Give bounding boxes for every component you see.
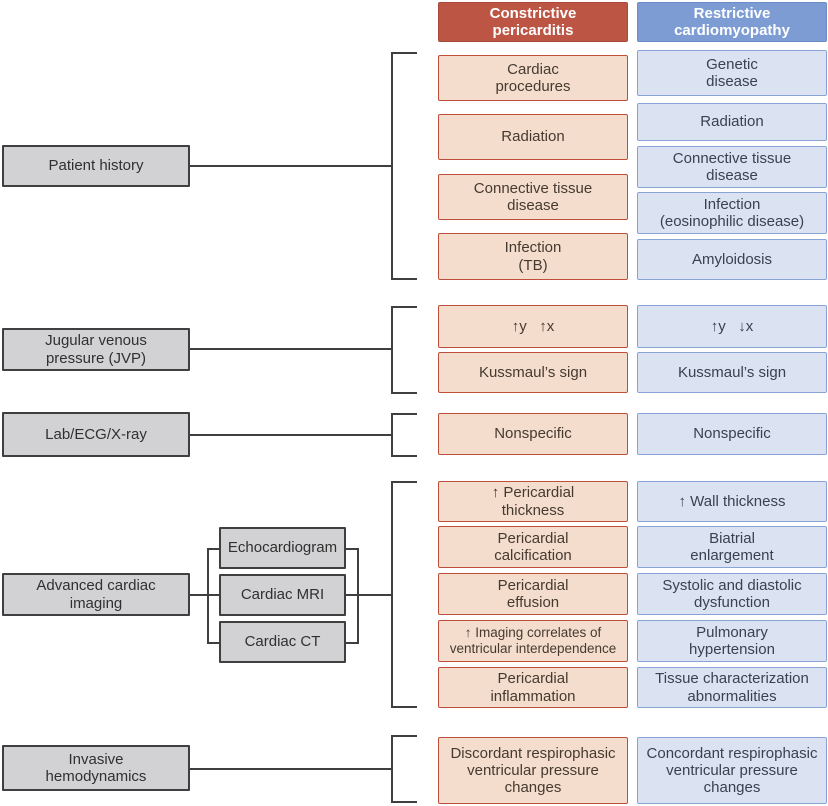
constrictive-item: Pericardial effusion bbox=[438, 573, 628, 615]
sub-bracket-vertical bbox=[357, 548, 359, 644]
connector-line bbox=[190, 348, 391, 350]
bracket-tick bbox=[391, 481, 417, 483]
section-label-jvp: Jugular venous pressure (JVP) bbox=[2, 328, 190, 371]
constrictive-item: Kussmaul’s sign bbox=[438, 352, 628, 393]
connector-line bbox=[190, 165, 391, 167]
connector-line bbox=[190, 768, 391, 770]
restrictive-item: Infection (eosinophilic disease) bbox=[637, 192, 827, 234]
column-header-restrictive: Restrictive cardiomyopathy bbox=[637, 2, 827, 42]
constrictive-item: Connective tissue disease bbox=[438, 174, 628, 220]
constrictive-item: Infection (TB) bbox=[438, 233, 628, 280]
restrictive-item: Genetic disease bbox=[637, 50, 827, 96]
modality-cardiac-ct: Cardiac CT bbox=[219, 621, 346, 663]
connector-line bbox=[346, 594, 391, 596]
constrictive-item: Radiation bbox=[438, 114, 628, 160]
bracket-tick bbox=[391, 801, 417, 803]
restrictive-item: ↑y ↓x bbox=[637, 305, 827, 348]
bracket-tick bbox=[391, 306, 417, 308]
bracket-tick bbox=[391, 392, 417, 394]
section-label-advanced-cardiac-imaging: Advanced cardiac imaging bbox=[2, 573, 190, 616]
restrictive-item: Nonspecific bbox=[637, 413, 827, 455]
restrictive-item: Concordant respirophasic ventricular pre… bbox=[637, 737, 827, 804]
modality-echocardiogram: Echocardiogram bbox=[219, 527, 346, 569]
sub-bracket-tick bbox=[207, 642, 219, 644]
section-label-invasive-hemodynamics: Invasive hemodynamics bbox=[2, 745, 190, 791]
restrictive-item: Connective tissue disease bbox=[637, 146, 827, 188]
bracket-tick bbox=[391, 706, 417, 708]
sub-bracket-tick bbox=[346, 642, 358, 644]
restrictive-item: ↑ Wall thickness bbox=[637, 481, 827, 522]
column-header-constrictive: Constrictive pericarditis bbox=[438, 2, 628, 42]
section-label-patient-history: Patient history bbox=[2, 145, 190, 187]
constrictive-item: Cardiac procedures bbox=[438, 55, 628, 101]
bracket-vertical bbox=[391, 413, 393, 457]
restrictive-item: Tissue characterization abnormalities bbox=[637, 667, 827, 708]
constrictive-item: Pericardial inflammation bbox=[438, 667, 628, 708]
bracket-tick bbox=[391, 413, 417, 415]
sub-bracket-tick bbox=[207, 548, 219, 550]
restrictive-item: Pulmonary hypertension bbox=[637, 620, 827, 662]
bracket-tick bbox=[391, 455, 417, 457]
restrictive-item: Systolic and diastolic dysfunction bbox=[637, 573, 827, 615]
section-label-lab-ecg-xray: Lab/ECG/X-ray bbox=[2, 412, 190, 457]
bracket-vertical bbox=[391, 735, 393, 803]
bracket-vertical bbox=[391, 52, 393, 280]
restrictive-item: Radiation bbox=[637, 103, 827, 141]
bracket-tick bbox=[391, 52, 417, 54]
connector-line bbox=[190, 434, 391, 436]
modality-cardiac-mri: Cardiac MRI bbox=[219, 574, 346, 616]
connector-line bbox=[190, 594, 219, 596]
bracket-vertical bbox=[391, 481, 393, 708]
restrictive-item: Kussmaul’s sign bbox=[637, 352, 827, 393]
bracket-vertical bbox=[391, 306, 393, 394]
constrictive-item: ↑y ↑x bbox=[438, 305, 628, 348]
constrictive-item: Discordant respirophasic ventricular pre… bbox=[438, 737, 628, 804]
bracket-tick bbox=[391, 735, 417, 737]
constrictive-item: Nonspecific bbox=[438, 413, 628, 455]
constrictive-item: ↑ Imaging correlates of ventricular inte… bbox=[438, 620, 628, 662]
sub-bracket-vertical bbox=[207, 548, 209, 644]
sub-bracket-tick bbox=[346, 548, 358, 550]
constrictive-item: Pericardial calcification bbox=[438, 526, 628, 568]
restrictive-item: Biatrial enlargement bbox=[637, 526, 827, 568]
constrictive-item: ↑ Pericardial thickness bbox=[438, 481, 628, 522]
restrictive-item: Amyloidosis bbox=[637, 239, 827, 280]
bracket-tick bbox=[391, 278, 417, 280]
